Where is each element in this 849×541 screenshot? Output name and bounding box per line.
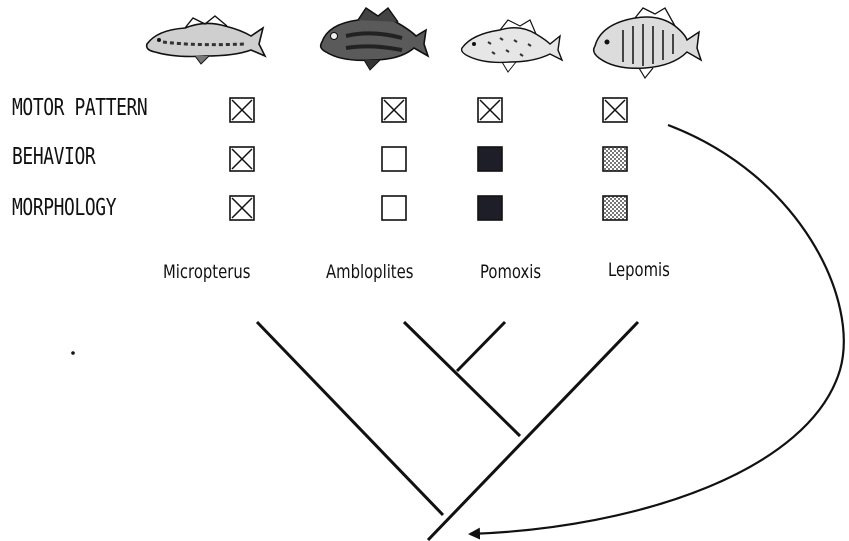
evolution-arrow — [470, 125, 844, 534]
branch-ambloplites — [404, 322, 520, 436]
speck — [71, 351, 75, 355]
branch-lepomis — [428, 322, 638, 540]
branch-micropterus — [257, 322, 443, 515]
branch-pomoxis — [457, 322, 505, 371]
